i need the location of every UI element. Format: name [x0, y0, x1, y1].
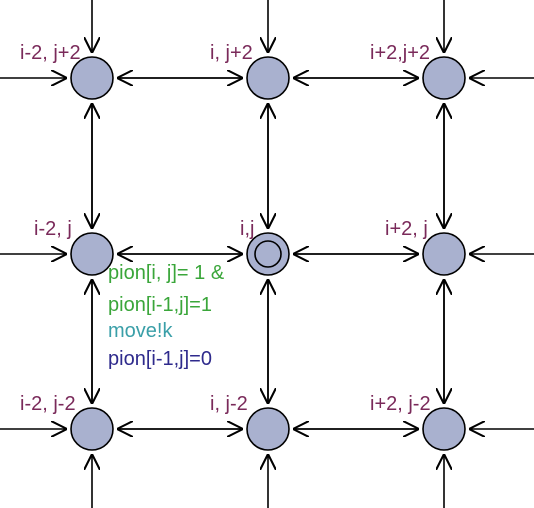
location-node [422, 232, 466, 276]
location-node [70, 407, 114, 451]
node-label-i-j-2: i, j-2 [210, 393, 248, 415]
sync-label: move!k [108, 320, 173, 342]
initial-location-marker [254, 240, 282, 268]
guard-line-1: pion[i, j]= 1 & [108, 262, 225, 284]
node-label-i-j: i,j [240, 218, 255, 240]
location-node [70, 232, 114, 276]
node-label-i-2-j+2: i-2, j+2 [20, 42, 81, 64]
location-node [422, 56, 466, 100]
node-label-i+2-j-2: i+2, j-2 [370, 393, 431, 415]
update-label: pion[i-1,j]=0 [108, 348, 212, 370]
node-label-i+2-j+2: i+2,j+2 [370, 42, 431, 64]
node-label-i-2-j: i-2, j [34, 218, 72, 240]
node-label-i-j+2: i, j+2 [210, 42, 253, 64]
location-node [246, 407, 290, 451]
location-node [246, 232, 290, 276]
location-node [422, 407, 466, 451]
guard-line-2: pion[i-1,j]=1 [108, 294, 212, 316]
node-label-i-2-j-2: i-2, j-2 [20, 393, 76, 415]
node-label-i+2-j: i+2, j [385, 218, 428, 240]
location-node [70, 56, 114, 100]
location-node [246, 56, 290, 100]
